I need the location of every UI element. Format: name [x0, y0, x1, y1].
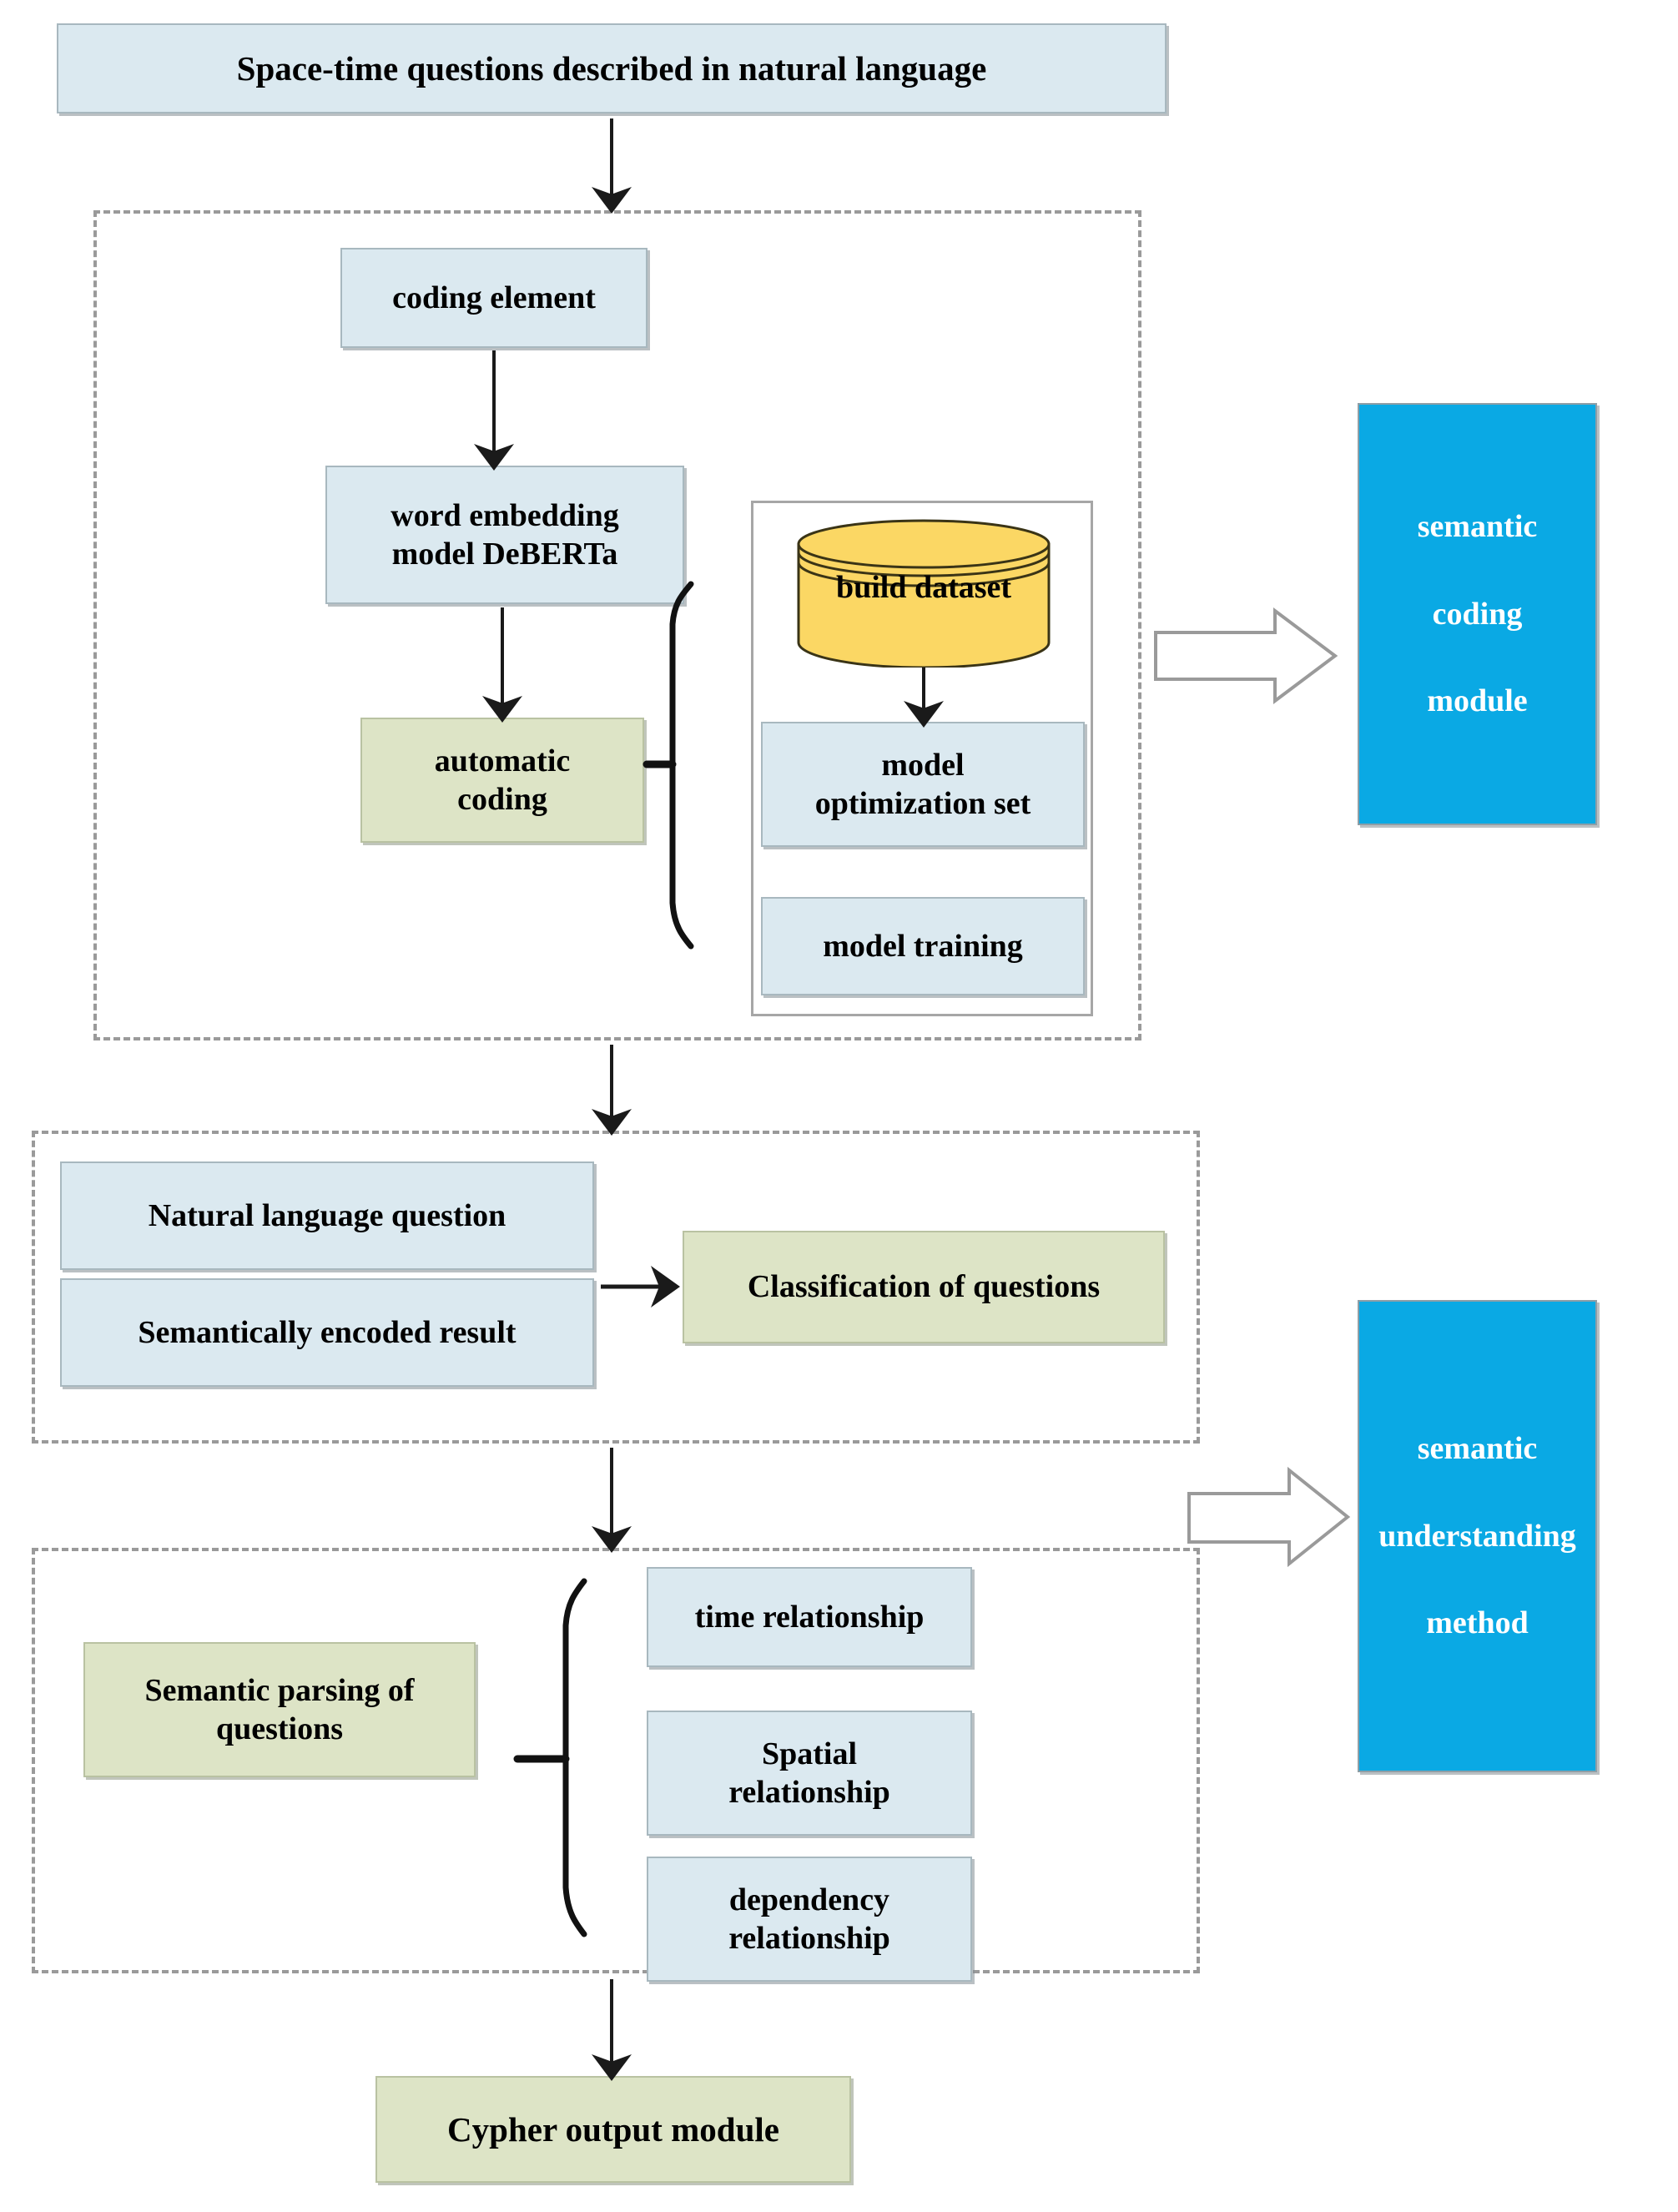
node-classification-of-questions: Classification of questions — [683, 1231, 1165, 1343]
module2-line-2: understanding — [1378, 1518, 1576, 1554]
block-arrow-to-semantic-coding-module — [1154, 607, 1338, 704]
module-line-3: module — [1427, 683, 1528, 719]
node-automatic-coding: automatic coding — [360, 718, 644, 843]
module-semantic-coding: semantic coding module — [1358, 403, 1597, 825]
node-spatial-relationship: Spatial relationship — [647, 1711, 972, 1836]
module-line-1: semantic — [1417, 509, 1538, 545]
node-coding-element: coding element — [340, 248, 648, 348]
node-build-dataset: build dataset — [794, 517, 1053, 669]
node-word-embedding-deberta: word embedding model DeBERTa — [325, 466, 684, 604]
node-cypher-output-module: Cypher output module — [375, 2076, 851, 2183]
node-semantically-encoded-result: Semantically encoded result — [60, 1278, 594, 1387]
block-arrow-to-semantic-understanding-module — [1187, 1466, 1351, 1568]
module-line-2: coding — [1432, 596, 1523, 632]
node-dependency-relationship: dependency relationship — [647, 1857, 972, 1982]
node-model-training: model training — [761, 897, 1085, 995]
build-dataset-label: build dataset — [835, 570, 1012, 605]
module2-line-1: semantic — [1417, 1431, 1538, 1467]
node-model-optimization-set: model optimization set — [761, 722, 1085, 847]
module2-line-3: method — [1426, 1605, 1529, 1641]
node-natural-language-question: Natural language question — [60, 1161, 594, 1270]
module-semantic-understanding: semantic understanding method — [1358, 1300, 1597, 1772]
node-time-relationship: time relationship — [647, 1567, 972, 1667]
node-semantic-parsing-of-questions: Semantic parsing of questions — [83, 1642, 476, 1777]
node-space-time-questions: Space-time questions described in natura… — [57, 23, 1167, 113]
